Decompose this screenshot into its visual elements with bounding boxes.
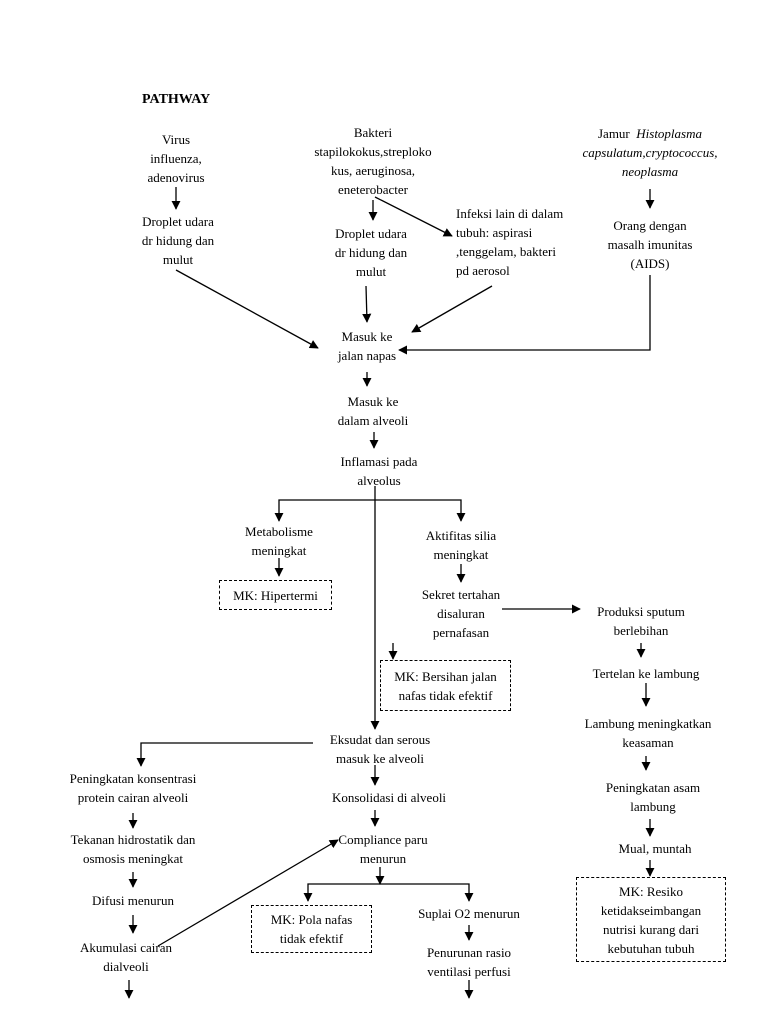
node-difusi: Difusi menurun	[92, 893, 174, 908]
node-suplai-o2: Suplai O2 menurun	[418, 906, 520, 921]
node-mual: Mual, muntah	[618, 841, 692, 856]
node-akumulasi: Akumulasi cairan dialveoli	[79, 940, 173, 974]
arrow-droplet-left-napas	[175, 269, 319, 349]
branch-right-suplai	[380, 883, 474, 902]
diagnosis-nutrisi: MK: Resiko ketidakseimbangan nutrisi kur…	[576, 877, 726, 962]
branch-left-metabolisme	[274, 499, 375, 522]
arrow-imunitas-napas	[398, 275, 651, 355]
source-virus: Virus influenza, adenovirus	[147, 132, 205, 185]
node-sekret: Sekret tertahan disaluran pernafasan	[421, 587, 501, 640]
arrow-infeksi-napas	[411, 285, 493, 333]
node-konsolidasi: Konsolidasi di alveoli	[331, 790, 447, 805]
arrow-bakteri-infeksi	[374, 196, 453, 237]
diagnosis-pola-nafas: MK: Pola nafas tidak efektif	[251, 905, 372, 953]
branch-left-pola	[303, 883, 380, 902]
node-tekanan: Tekanan hidrostatik dan osmosis meningka…	[70, 832, 196, 866]
node-inflamasi: Inflamasi pada alveolus	[340, 454, 418, 488]
diagnosis-hipertermi: MK: Hipertermi	[219, 580, 332, 610]
node-infeksi-lain: Infeksi lain di dalam tubuh: aspirasi ,t…	[456, 206, 564, 278]
node-droplet-mid: Droplet udara dr hidung dan mulut	[334, 226, 408, 279]
node-metabolisme: Metabolisme meningkat	[245, 524, 313, 558]
source-bakteri: Bakteri stapilokokus,streploko kus, aeru…	[314, 125, 432, 197]
node-protein: Peningkatan konsentrasi protein cairan a…	[69, 771, 197, 805]
branch-right-silia	[375, 499, 466, 522]
page-title: PATHWAY	[142, 92, 211, 107]
node-peningkatan-asam: Peningkatan asam lambung	[605, 780, 701, 814]
node-masuk-jalan-napas: Masuk ke jalan napas	[337, 329, 397, 363]
node-imunitas: Orang dengan masalh imunitas (AIDS)	[607, 218, 693, 271]
arrow-eksudat-protein	[136, 742, 313, 767]
arrow-droplet-mid-napas	[362, 285, 372, 323]
arrow-akumulasi-compliance	[157, 839, 339, 947]
node-compliance: Compliance paru menurun	[338, 832, 428, 866]
node-masuk-alveoli: Masuk ke dalam alveoli	[337, 394, 409, 428]
diagnosis-bersihan-jalan-nafas: MK: Bersihan jalan nafas tidak efektif	[380, 660, 511, 711]
source-jamur: Jamur Histoplasma capsulatum,cryptococcu…	[582, 126, 718, 179]
node-eksudat: Eksudat dan serous masuk ke alveoli	[329, 732, 431, 766]
node-tertelan: Tertelan ke lambung	[592, 666, 700, 681]
node-aktifitas-silia: Aktifitas silia meningkat	[425, 528, 497, 562]
node-lambung-asam: Lambung meningkatkan keasaman	[584, 716, 712, 750]
node-penurunan-rasio: Penurunan rasio ventilasi perfusi	[426, 945, 512, 979]
node-droplet-left: Droplet udara dr hidung dan mulut	[141, 214, 215, 267]
node-produksi-sputum: Produksi sputum berlebihan	[597, 604, 685, 638]
